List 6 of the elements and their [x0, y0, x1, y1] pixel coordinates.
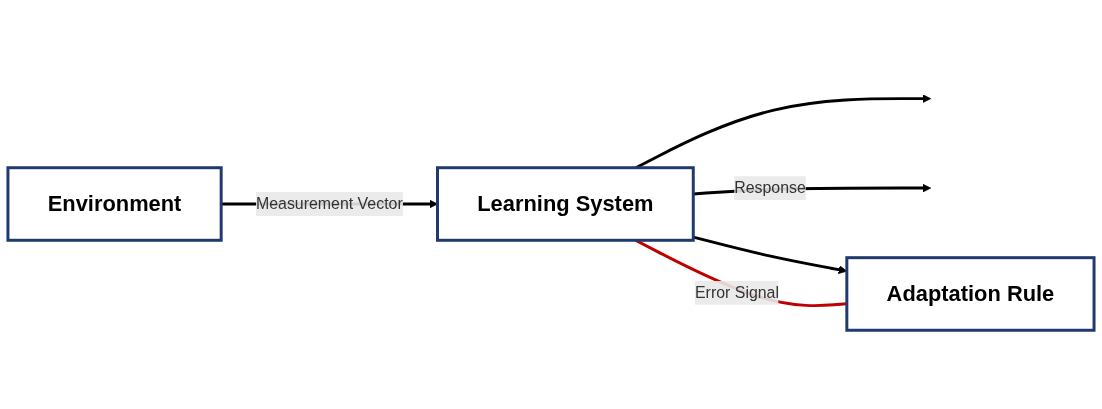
node-box: Learning System — [436, 166, 695, 242]
node-box: Environment — [6, 166, 223, 242]
edge-label: Error Signal — [695, 283, 779, 301]
edge-label: Response — [734, 179, 806, 197]
edge-label: Measurement Vector — [255, 195, 403, 212]
node-box: Adaptation Rule — [845, 256, 1096, 332]
